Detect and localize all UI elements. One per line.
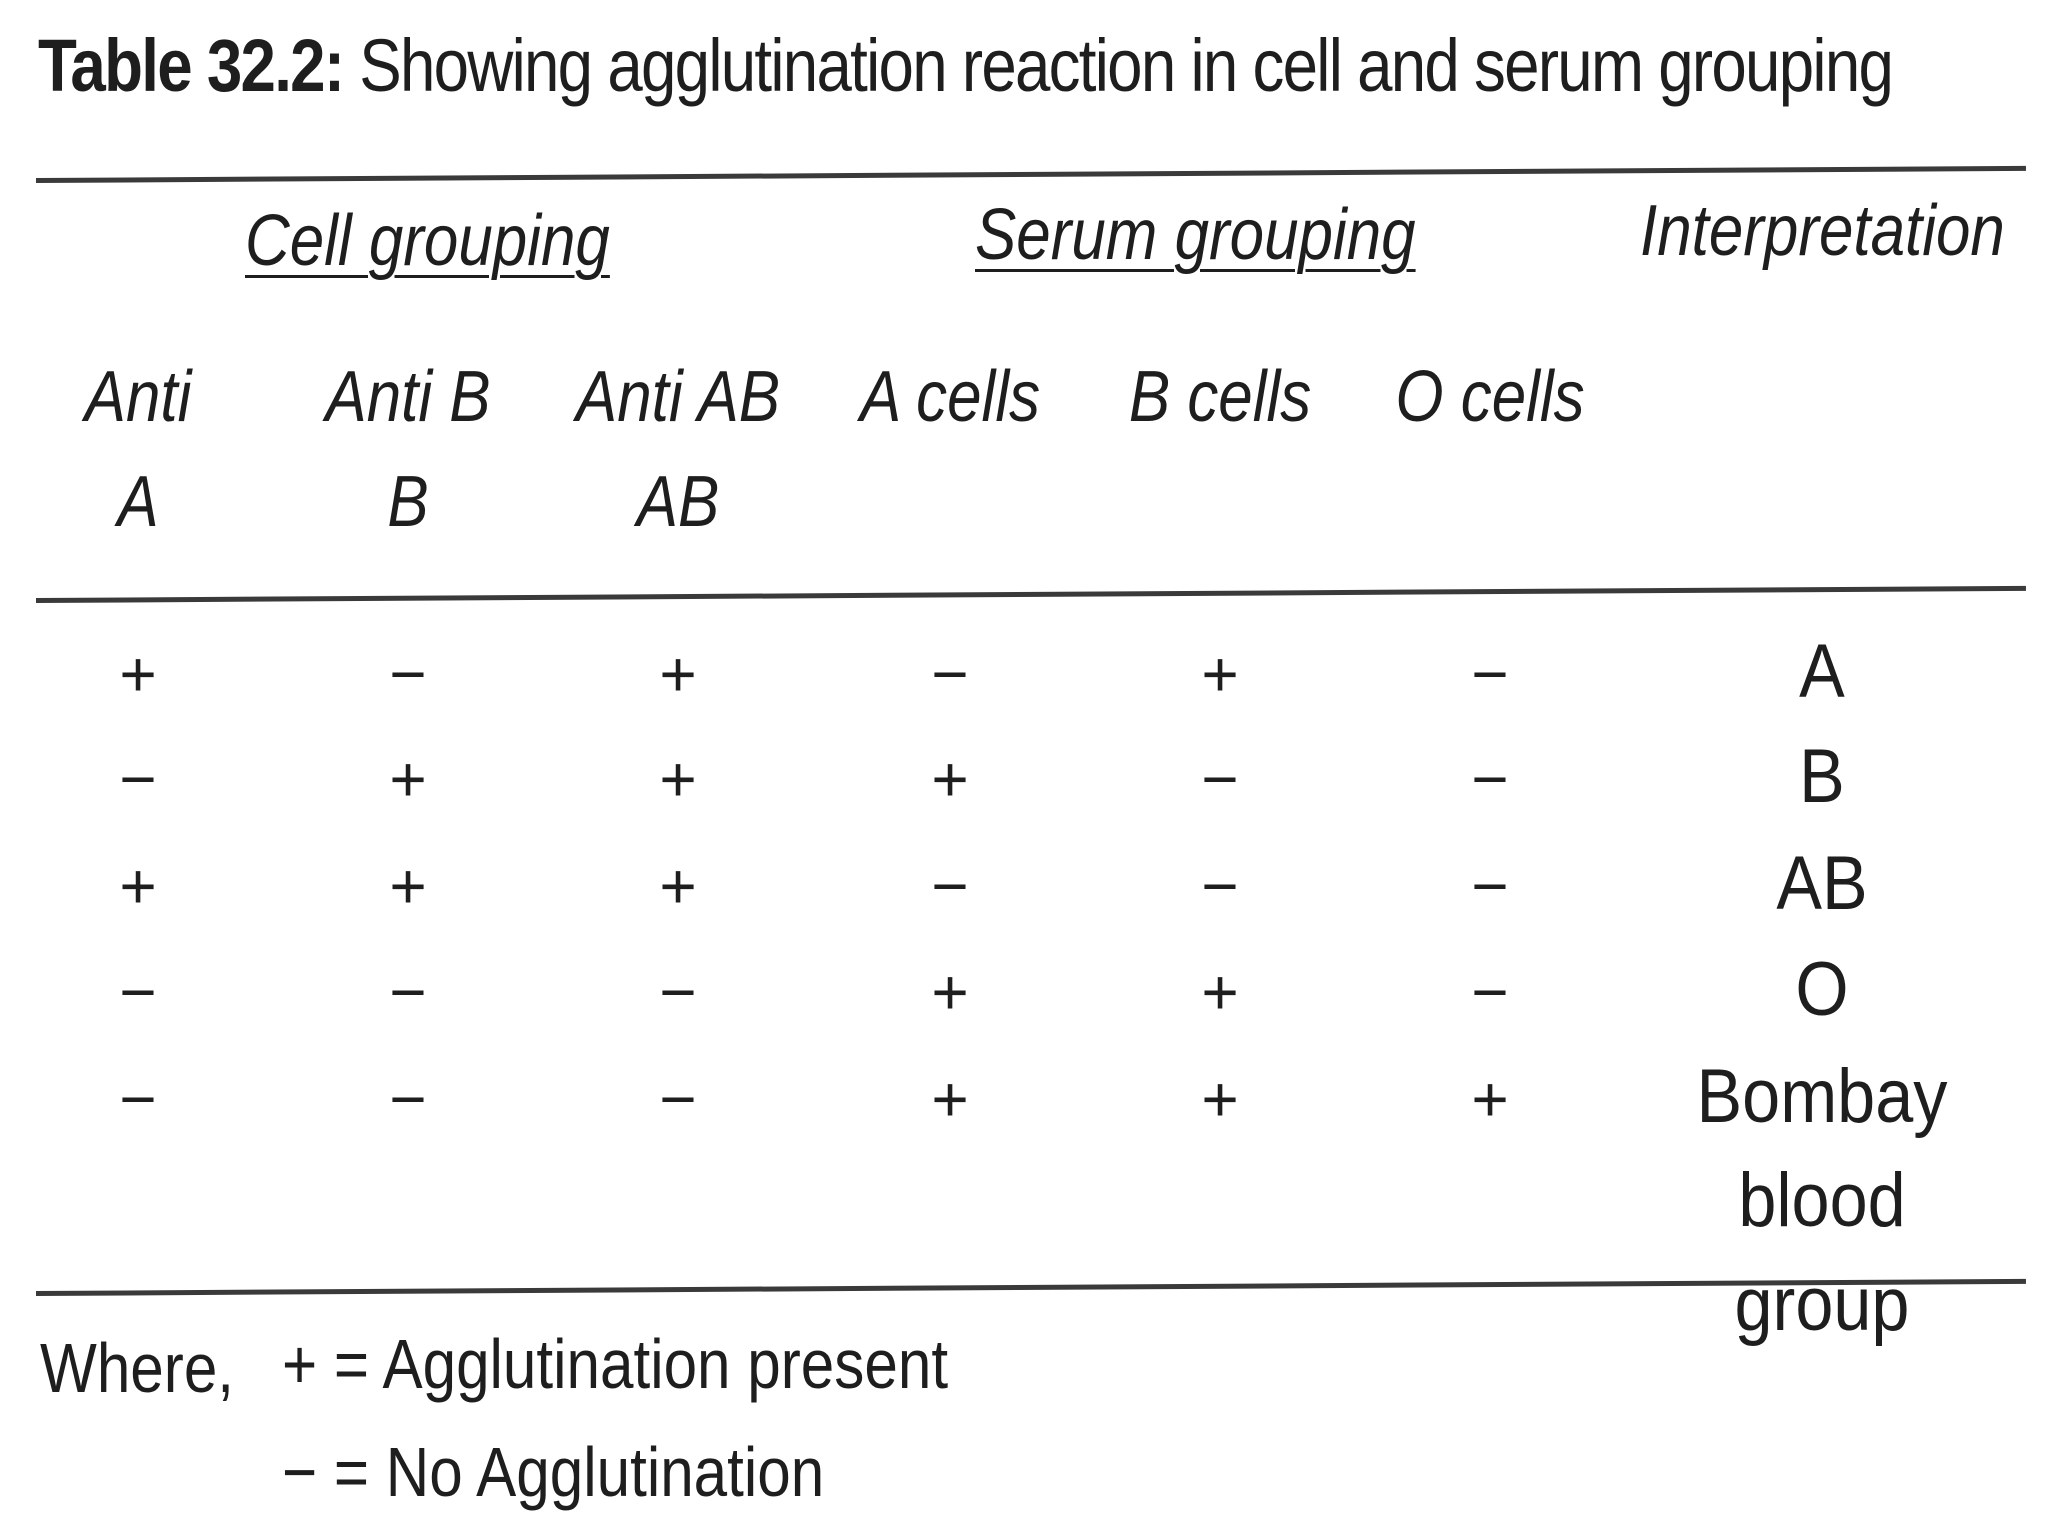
interpretation-cell: A — [1799, 629, 1845, 714]
legend-prefix: Where, — [40, 1329, 235, 1407]
table-cell: + — [119, 638, 157, 710]
interpretation-cell: Bombay blood group — [1696, 1054, 1948, 1347]
column-header-line1: A cells — [859, 357, 1041, 437]
column-header: O cells — [1361, 345, 1619, 555]
column-header: A cells — [821, 345, 1079, 555]
table-cell: − — [119, 743, 157, 815]
column-header-line2: A — [117, 462, 159, 542]
column-header-line2 — [821, 450, 1079, 555]
table-cell: − — [1201, 743, 1239, 815]
top-rule — [35, 165, 2026, 183]
interpretation-cell: AB — [1776, 841, 1868, 926]
table-cell: + — [1201, 638, 1239, 710]
table-cell: − — [1201, 850, 1239, 922]
table-number: Table 32.2: — [38, 24, 345, 107]
table-cell: − — [1471, 956, 1509, 1028]
interpretation-cell: B — [1799, 734, 1845, 819]
column-header-line1: O cells — [1395, 357, 1585, 437]
table-title: Showing agglutination reaction in cell a… — [359, 24, 1894, 107]
table-cell: − — [119, 956, 157, 1028]
table-cell: + — [659, 743, 697, 815]
table-cell: + — [931, 956, 969, 1028]
table-cell: − — [931, 850, 969, 922]
table-cell: + — [659, 638, 697, 710]
column-header-line1: Anti AB — [575, 357, 781, 437]
legend-minus: − = No Agglutination — [282, 1433, 825, 1511]
column-header-line1: Anti — [84, 357, 192, 437]
interpretation-cell: O — [1795, 947, 1849, 1032]
table-cell: − — [659, 1063, 697, 1135]
interpretation-header: Interpretation — [1640, 191, 2005, 271]
table-cell: − — [659, 956, 697, 1028]
table-cell: + — [931, 743, 969, 815]
table-cell: + — [1201, 1063, 1239, 1135]
table-cell: − — [389, 956, 427, 1028]
table-cell: + — [931, 1063, 969, 1135]
table-cell: − — [1471, 850, 1509, 922]
column-header-line1: Anti B — [325, 357, 491, 437]
column-header-line2 — [1091, 450, 1349, 555]
table-cell: − — [119, 1063, 157, 1135]
table-cell: + — [389, 743, 427, 815]
legend-plus: + = Agglutination present — [282, 1325, 949, 1403]
cell-grouping-header: Cell grouping — [245, 201, 610, 281]
column-header: Anti AB AB — [549, 345, 807, 555]
table-cell: − — [931, 638, 969, 710]
table-cell: + — [389, 850, 427, 922]
table-cell: + — [659, 850, 697, 922]
table-cell: + — [119, 850, 157, 922]
column-header: Anti B B — [279, 345, 537, 555]
column-header-line2 — [1361, 450, 1619, 555]
table-cell: + — [1471, 1063, 1509, 1135]
table-cell: − — [389, 638, 427, 710]
table-cell: − — [389, 1063, 427, 1135]
column-header-line1: B cells — [1128, 357, 1312, 437]
column-header-line2: AB — [636, 462, 720, 542]
table-cell: + — [1201, 956, 1239, 1028]
serum-grouping-header: Serum grouping — [975, 195, 1416, 275]
column-header: B cells — [1091, 345, 1349, 555]
table-caption: Table 32.2: Showing agglutination reacti… — [38, 22, 1894, 111]
table-cell: − — [1471, 638, 1509, 710]
header-rule — [35, 585, 2026, 603]
column-header-line2: B — [387, 462, 429, 542]
table-cell: − — [1471, 743, 1509, 815]
